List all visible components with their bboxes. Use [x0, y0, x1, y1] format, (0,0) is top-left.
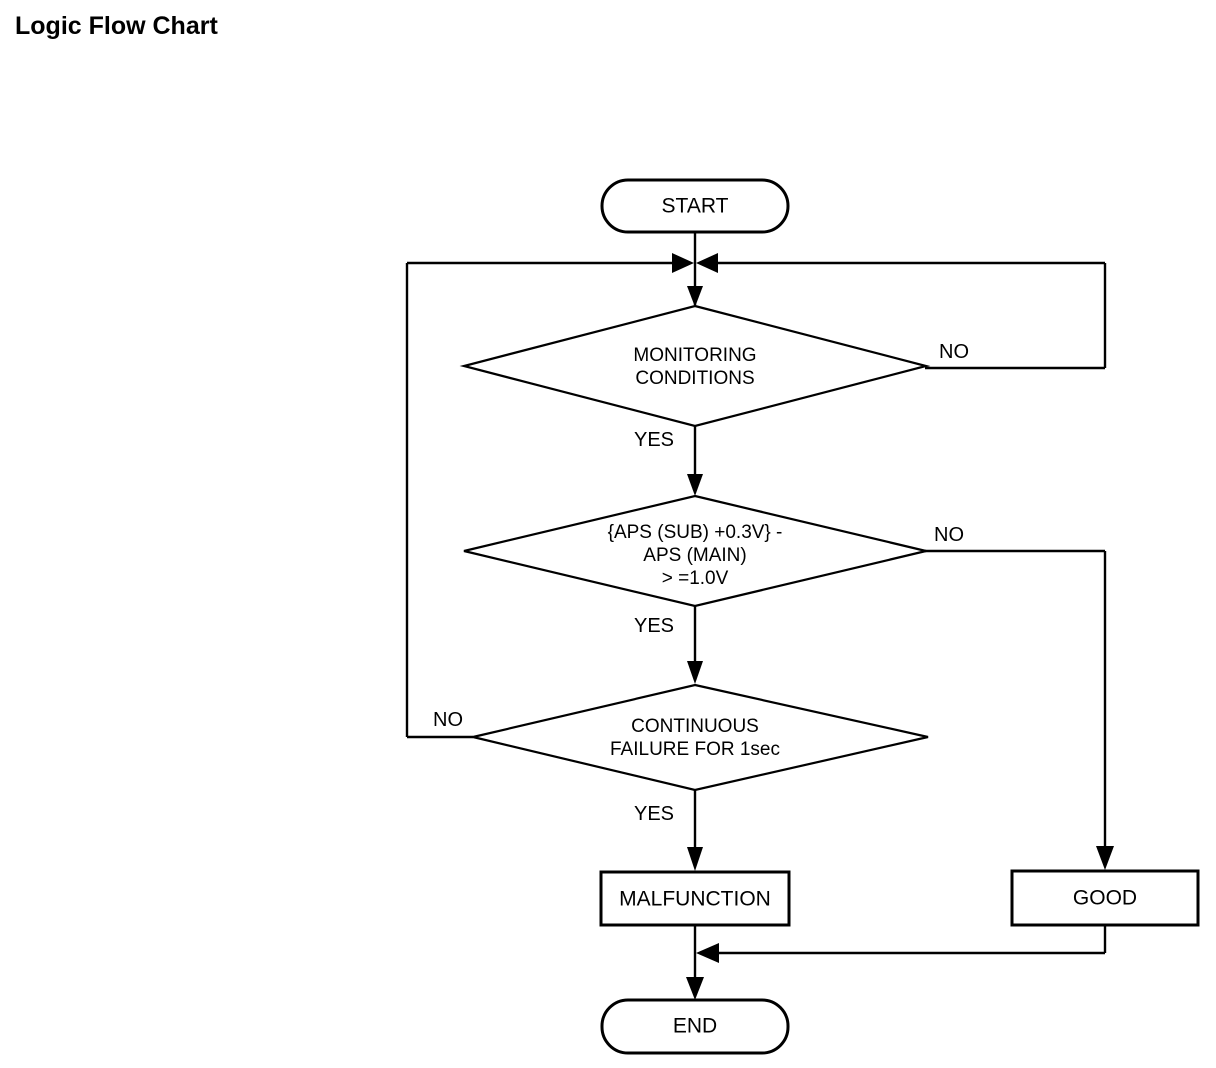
- edge-malfunction-to-end: [686, 925, 704, 1000]
- feedback-bus-top: [407, 253, 1105, 273]
- node-malfunction[interactable]: MALFUNCTION: [599, 870, 791, 927]
- edge-monitoring-yes: [687, 426, 703, 496]
- edge-aps-no: [925, 549, 1114, 870]
- node-start[interactable]: START: [600, 178, 790, 234]
- edge-aps-yes: [687, 606, 703, 684]
- node-monitoring-line2: CONDITIONS: [635, 368, 754, 389]
- node-continuous-line1: CONTINUOUS: [631, 716, 759, 737]
- node-end[interactable]: END: [600, 998, 790, 1055]
- node-good-label: GOOD: [1073, 887, 1137, 910]
- node-monitoring-conditions[interactable]: MONITORING CONDITIONS: [459, 304, 931, 428]
- node-good[interactable]: GOOD: [1010, 869, 1200, 927]
- edge-label-continuous-yes: YES: [634, 803, 674, 825]
- page-title: Logic Flow Chart: [15, 12, 218, 40]
- node-aps-comparison[interactable]: {APS (SUB) +0.3V} - APS (MAIN) > =1.0V: [463, 494, 927, 608]
- edge-good-to-end: [696, 925, 1107, 963]
- node-continuous-failure[interactable]: CONTINUOUS FAILURE FOR 1sec: [472, 683, 929, 792]
- edge-label-aps-yes: YES: [634, 615, 674, 637]
- node-end-label: END: [673, 1015, 717, 1038]
- edge-label-aps-no: NO: [934, 524, 964, 546]
- node-aps-line1: {APS (SUB) +0.3V} -: [608, 522, 783, 543]
- node-continuous-line2: FAILURE FOR 1sec: [610, 739, 780, 760]
- edge-label-continuous-no: NO: [433, 709, 463, 731]
- edge-monitoring-no-loop: [925, 263, 1107, 370]
- node-start-label: START: [662, 195, 729, 218]
- edge-label-monitoring-yes: YES: [634, 429, 674, 451]
- node-aps-line2: APS (MAIN): [643, 545, 746, 566]
- node-malfunction-label: MALFUNCTION: [619, 888, 771, 911]
- edge-start-to-junction: [687, 232, 703, 307]
- node-monitoring-line1: MONITORING: [633, 345, 756, 366]
- edge-continuous-yes: [687, 789, 703, 871]
- edge-continuous-no-loop: [405, 263, 473, 739]
- edge-label-monitoring-no: NO: [939, 341, 969, 363]
- node-aps-line3: > =1.0V: [662, 568, 729, 589]
